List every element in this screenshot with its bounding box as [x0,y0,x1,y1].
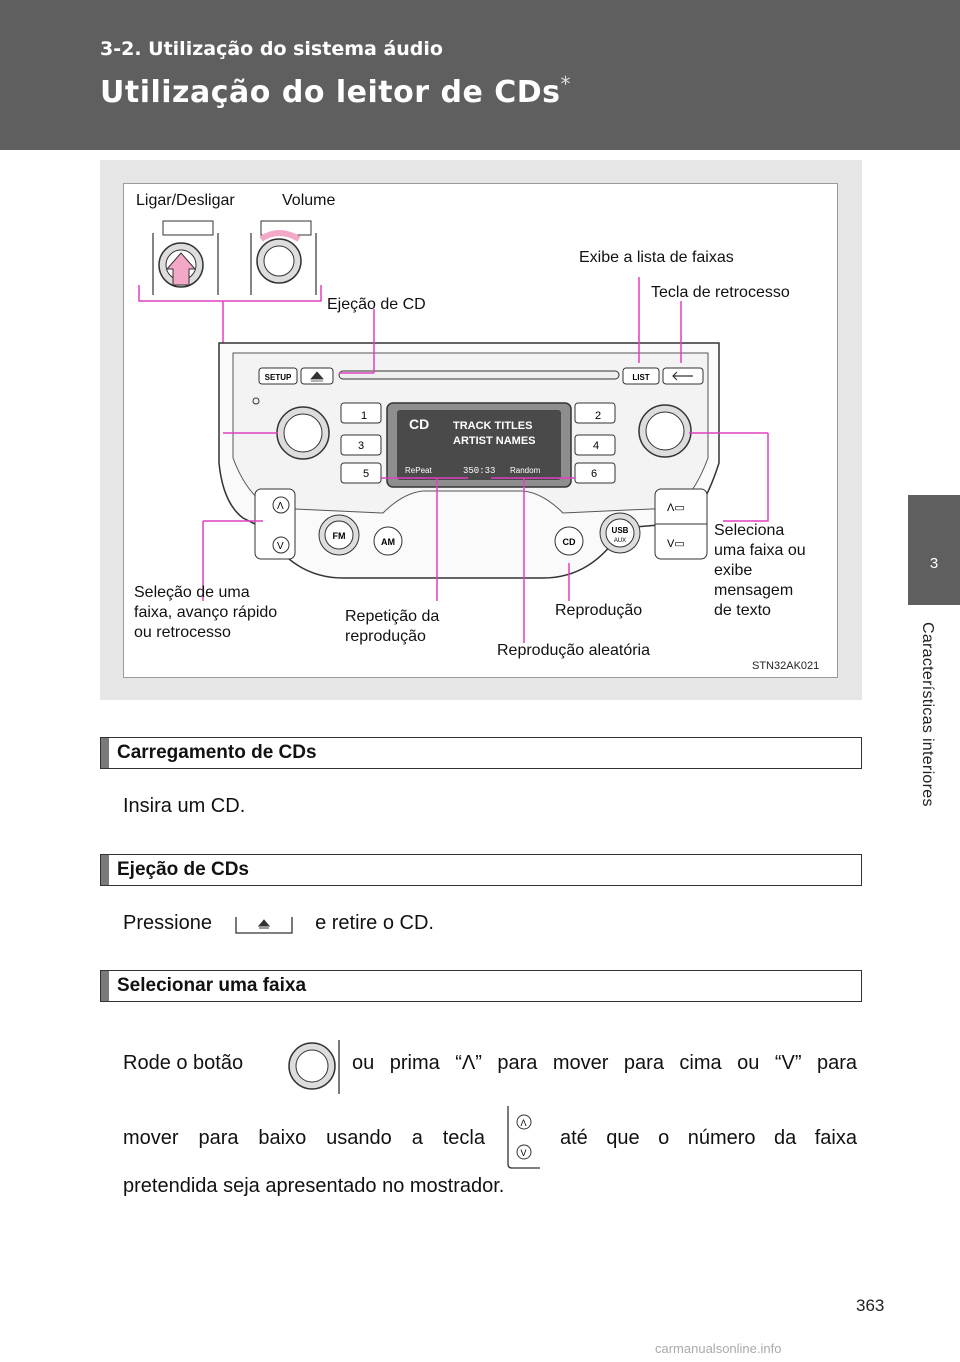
chapter-number: 3 [929,555,939,572]
select-line-1-start: Rode o botão [123,1052,244,1074]
head-unit: SETUP LIST 1 2 3 4 5 6 CD TRACK TITLES A… [218,342,720,579]
usb-button-label: USB [612,526,629,535]
svg-text:Λ▭: Λ▭ [667,502,685,514]
chapter-label: Características interiores [919,622,936,807]
svg-text:V▭: V▭ [667,538,685,550]
watermark: carmanualsonline.info [655,1341,782,1356]
select-line-3: pretendida seja apresentado no mostrador… [123,1175,505,1197]
section-loading-cds: Carregamento de CDs [100,737,862,769]
list-button-label: LIST [632,373,649,382]
display-time: 350:33 [463,466,495,476]
display-repeat: RePeat [405,466,432,475]
preset-6: 6 [591,468,597,480]
callout-volume: Volume [282,192,336,209]
callout-eject: Ejeção de CD [327,296,426,313]
volume-knob-inset [250,220,317,295]
display-random: Random [510,466,541,475]
callout-repeat: Repetição da reprodução [345,608,440,645]
callout-random: Reprodução aleatória [497,642,650,659]
fm-button-label: FM [333,531,346,541]
preset-1: 1 [361,410,367,422]
section-bar [101,855,109,885]
page-title: Utilização do leitor de CDs* [100,72,572,110]
display-cd: CD [409,416,429,432]
preset-5: 5 [363,468,369,480]
section-select-track: Selecionar uma faixa [100,970,862,1002]
svg-text:V: V [277,541,284,552]
title-footnote-mark: * [560,72,572,96]
aux-button-label: AUX [614,538,626,544]
svg-text:Λ: Λ [521,1118,527,1128]
section-ejecting-cds: Ejeção de CDs [100,854,862,886]
display-artist-names: ARTIST NAMES [453,435,536,447]
power-knob-inset [152,220,219,295]
cd-button-label: CD [563,537,576,547]
callout-power: Ligar/Desligar [136,192,235,209]
section-title: Ejeção de CDs [117,859,249,880]
callout-seek: Seleção de uma faixa, avanço rápido ou r… [134,584,278,641]
section-bar [101,971,109,1001]
display-track-titles: TRACK TITLES [453,420,532,432]
chapter-tab [908,495,960,605]
callout-select-track: Seleciona uma faixa ou exibe mensagem de… [714,522,806,619]
am-button-label: AM [381,537,395,547]
select-line-2-start: mover para baixo usando a tecla [123,1127,485,1149]
figure-code: STN32AK021 [752,660,820,672]
callout-play: Reprodução [555,602,643,619]
page-header [0,0,960,150]
section-title: Carregamento de CDs [117,742,317,763]
preset-4: 4 [593,440,599,452]
callout-back-key: Tecla de retrocesso [651,284,790,301]
select-line-2-end: até que o número da faixa [560,1127,857,1149]
section-bar [101,738,109,768]
callout-track-list: Exibe a lista de faixas [579,249,734,266]
svg-text:Λ: Λ [277,501,284,512]
preset-3: 3 [358,440,364,452]
callout-lines [202,277,769,643]
setup-button-label: SETUP [265,373,292,382]
select-line-1-end: ou prima “Λ” para mover para cima ou “V”… [352,1052,857,1074]
page-number: 363 [856,1296,885,1315]
eject-instructions: Pressione e retire o CD. [123,912,434,934]
section-title: Selecionar uma faixa [117,975,307,996]
eject-icon [234,916,293,934]
seek-button-icon: Λ V [507,1106,540,1169]
svg-text:V: V [521,1148,527,1158]
preset-2: 2 [595,410,601,422]
loading-instructions: Insira um CD. [123,795,246,817]
section-heading: 3-2. Utilização do sistema áudio [100,38,443,60]
tuning-knob-icon [288,1040,340,1094]
audio-unit-illustration: SETUP LIST 1 2 3 4 5 6 CD TRACK TITLES A… [138,220,769,643]
